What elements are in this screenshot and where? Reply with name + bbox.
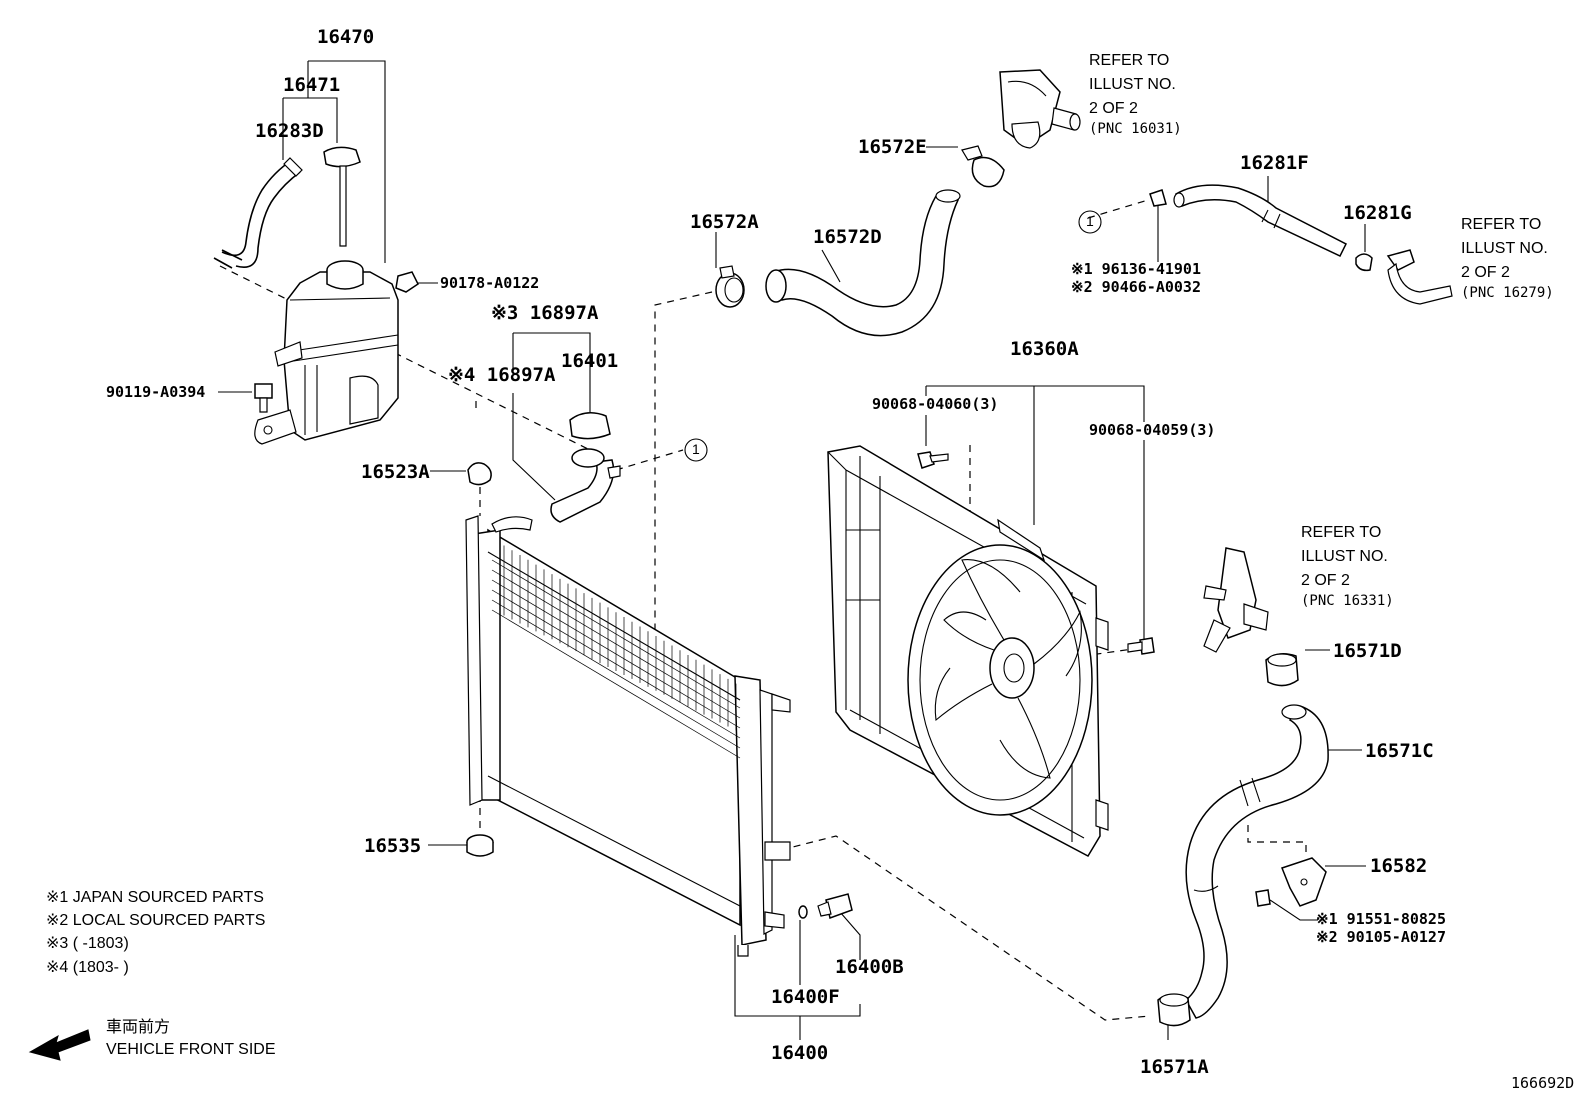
label-16535[interactable]: 16535 (364, 835, 422, 857)
label-90119-A0394[interactable]: 90119-A0394 (106, 383, 206, 401)
leader-lines (218, 60, 1366, 1040)
front-arrow (28, 1029, 91, 1061)
bypass-hose (1173, 184, 1348, 257)
ref-circle-1-neck (684, 438, 708, 462)
front-label-en: VEHICLE FRONT SIDE (106, 1041, 276, 1058)
clamp-16281G (1355, 253, 1373, 272)
reservoir-cap (323, 146, 361, 247)
hose-bracket (1281, 857, 1327, 907)
label-16571C[interactable]: 16571C (1365, 740, 1434, 762)
reservoir-tank (254, 260, 399, 445)
label-90068-04060[interactable]: 90068-04060(3) (872, 395, 999, 413)
upper-cushion (467, 462, 492, 486)
pipe-ref-16279 (1386, 249, 1453, 305)
label-90466-A0032[interactable]: ※2 90466-A0032 (1071, 278, 1201, 296)
legend-item: ※1 JAPAN SOURCED PARTS (46, 889, 264, 906)
label-16400[interactable]: 16400 (771, 1042, 829, 1064)
label-16400F[interactable]: 16400F (771, 986, 840, 1008)
outlet-ref-16331 (1203, 547, 1269, 653)
radiator-core-line (491, 569, 741, 719)
label-16523A[interactable]: 16523A (361, 461, 430, 483)
label-16571D[interactable]: 16571D (1333, 640, 1402, 662)
refer-line3: 2 OF 2 (1089, 100, 1138, 117)
label-16471[interactable]: 16471 (283, 74, 341, 96)
refer-line4: (PNC 16331) (1301, 593, 1394, 609)
clamp-16572E (961, 145, 1005, 188)
bolt-90068-04060 (917, 451, 949, 469)
refer-line1: REFER TO (1461, 216, 1542, 233)
label-16571A[interactable]: 16571A (1140, 1056, 1209, 1078)
fan-shroud (827, 445, 1109, 857)
label-91551-80825[interactable]: ※1 91551-80825 (1316, 910, 1446, 928)
label-90068-04059[interactable]: 90068-04059(3) (1089, 421, 1216, 439)
bolt-90119 (254, 383, 273, 413)
label-16572D[interactable]: 16572D (813, 226, 882, 248)
lower-cushion (466, 834, 494, 857)
label-16401[interactable]: 16401 (561, 350, 619, 372)
reservoir-hose (213, 157, 303, 269)
label-16360A[interactable]: 16360A (1010, 338, 1079, 360)
clamp-16571A (1157, 993, 1191, 1027)
refer-line4: (PNC 16279) (1461, 285, 1554, 301)
bolt-90068-04059 (1127, 637, 1155, 655)
upper-hose (765, 189, 961, 337)
outlet-ref-16031 (999, 69, 1081, 149)
label-16281G[interactable]: 16281G (1343, 202, 1412, 224)
bolt-91551 (1255, 889, 1271, 907)
ref-circle-label-neck: 1 (692, 441, 700, 457)
radiator-core-line (491, 589, 741, 739)
label-16572A[interactable]: 16572A (690, 211, 759, 233)
label-16897A-3[interactable]: ※3 16897A (491, 302, 599, 324)
label-16582[interactable]: 16582 (1370, 855, 1428, 877)
clip-90178 (395, 271, 419, 293)
label-16572E[interactable]: 16572E (858, 136, 927, 158)
refer-line1: REFER TO (1089, 52, 1170, 69)
legend-item: ※2 LOCAL SOURCED PARTS (46, 912, 266, 930)
refer-line3: 2 OF 2 (1461, 264, 1510, 281)
clamp-16571D (1265, 653, 1299, 687)
front-label-jp: 車両前方 (106, 1019, 171, 1036)
label-16897A-4[interactable]: ※4 16897A (448, 364, 556, 386)
clip-96136 (1149, 189, 1167, 207)
legend-item: ※4 (1803- ) (46, 958, 129, 976)
label-16283D[interactable]: 16283D (255, 120, 324, 142)
label-16281F[interactable]: 16281F (1240, 152, 1309, 174)
ref-circle-label-top: 1 (1086, 213, 1094, 229)
drain-plug (798, 893, 853, 919)
sourcing-legend: ※1 JAPAN SOURCED PARTS ※2 LOCAL SOURCED … (46, 886, 265, 979)
label-16400B[interactable]: 16400B (835, 956, 904, 978)
label-90105-A0127[interactable]: ※2 90105-A0127 (1316, 928, 1446, 946)
refer-line2: ILLUST NO. (1461, 240, 1548, 257)
lower-hose (1185, 704, 1329, 1019)
illustration-number: 166692D (1511, 1074, 1575, 1092)
refer-line3: 2 OF 2 (1301, 572, 1350, 589)
clamp-16572A (715, 265, 745, 308)
radiator-cap (569, 412, 611, 440)
refer-line2: ILLUST NO. (1089, 76, 1176, 93)
ref-circle-1-top (1078, 210, 1102, 234)
label-16470[interactable]: 16470 (317, 26, 375, 48)
radiator (465, 515, 791, 957)
radiator-core-line (491, 609, 741, 759)
legend-item: ※3 ( -1803) (46, 935, 129, 953)
ref-markers (684, 210, 1102, 462)
refer-line1: REFER TO (1301, 524, 1382, 541)
refer-line4: (PNC 16031) (1089, 121, 1182, 137)
radiator-core-line (491, 599, 741, 749)
label-96136-41901[interactable]: ※1 96136-41901 (1071, 260, 1201, 278)
filler-neck (550, 448, 621, 523)
radiator-core-line (491, 579, 741, 729)
radiator-core-line (491, 559, 741, 709)
label-90178-A0122[interactable]: 90178-A0122 (440, 274, 540, 292)
refer-line2: ILLUST NO. (1301, 548, 1388, 565)
